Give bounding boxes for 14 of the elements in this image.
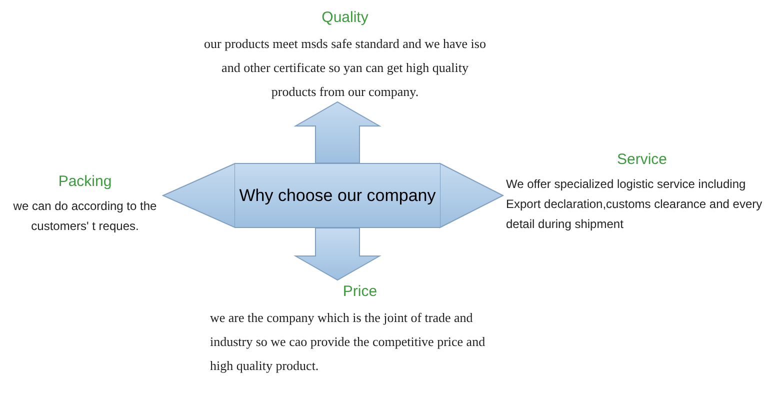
block-arrow — [162, 163, 236, 228]
description: we are the company which is the joint of trade and industry so we cao provide the competitive price and high quality product. — [210, 309, 486, 375]
heading: Packing — [58, 172, 112, 192]
block-arrow — [294, 228, 382, 281]
block-arrow — [294, 101, 382, 164]
center-box — [235, 163, 440, 228]
block-arrow — [440, 163, 504, 228]
heading: Price — [342, 282, 378, 302]
description: we can do according to the customers' t reques. — [12, 198, 158, 235]
heading: Service — [616, 150, 668, 170]
description: We offer specialized logistic service including Export declaration,customs clearance and every detail during shipment — [506, 176, 764, 233]
center-title: Why choose our company — [239, 184, 436, 207]
heading: Quality — [322, 8, 368, 28]
description: our products meet msds safe standard and we have iso and other certificate so yan can get high quality products from our company. — [203, 35, 487, 101]
